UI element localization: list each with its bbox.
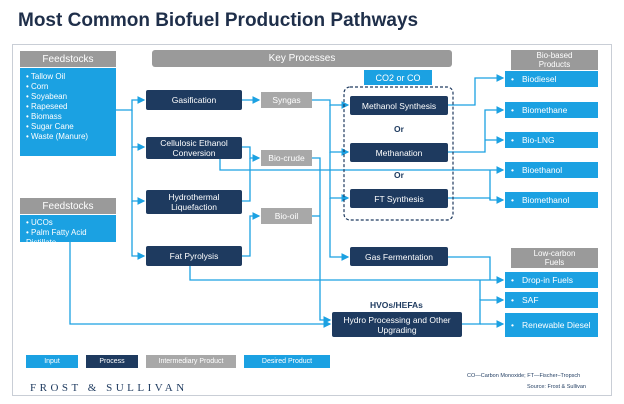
list-item: Biomass [26,112,110,122]
biocrude-intermediate: Bio-crude [261,150,312,166]
methanation-process: Methanation [350,143,448,162]
biooil-intermediate: Bio-oil [261,208,312,224]
list-item: Soyabean [26,92,110,102]
feedstocks-header-2: Feedstocks [20,198,116,214]
list-item: Sugar Cane [26,122,110,132]
legend-intermediary-product: Intermediary Product [146,355,236,368]
cellulosic-ethanol-process: Cellulosic Ethanol Conversion [146,137,242,159]
legend-desired-product: Desired Product [244,355,330,368]
footnote: CO—Carbon Monoxide; FT—Fischer–Tropsch [467,373,581,379]
fat-pyrolysis-process: Fat Pyrolysis [146,246,242,266]
fuel-renewable-diesel: Renewable Diesel [505,313,598,337]
methanol-synthesis-process: Methanol Synthesis [350,96,448,115]
hvos-hefas-label: HVOs/HEFAs [370,300,423,310]
co2-or-co-label: CO2 or CO [364,70,432,85]
or-label: Or [394,124,404,134]
legend-process: Process [86,355,138,368]
list-item: UCOs [26,218,110,228]
source-note: Source: Frost & Sullivan [527,384,586,390]
key-processes-header: Key Processes [152,50,452,67]
gasification-process: Gasification [146,90,242,110]
list-item: Palm Fatty Acid Distillate [26,228,110,248]
product-biodiesel: Biodiesel [505,71,598,87]
list-item: Corn [26,82,110,92]
diagram-frame [12,44,612,396]
product-biomethanol: Biomethanol [505,192,598,208]
product-bio-lng: Bio-LNG [505,132,598,148]
product-biomethane: Biomethane [505,102,598,118]
fuel-saf: SAF [505,292,598,308]
hydro-processing-process: Hydro Processing and Other Upgrading [332,312,462,337]
fuel-drop-in: Drop-in Fuels [505,272,598,288]
low-carbon-fuels-header: Low-carbon Fuels [511,248,598,268]
list-item: Rapeseed [26,102,110,112]
list-item: Tallow Oil [26,72,110,82]
gas-fermentation-process: Gas Fermentation [350,247,448,266]
hydrothermal-process: Hydrothermal Liquefaction [146,190,242,214]
feedstocks-list-2: UCOs Palm Fatty Acid Distillate [20,215,116,247]
frost-sullivan-logo: FROST & SULLIVAN [30,382,188,394]
page-title: Most Common Biofuel Production Pathways [18,10,419,31]
list-item: Waste (Manure) [26,132,110,142]
syngas-intermediate: Syngas [261,92,312,108]
feedstocks-list-1: Tallow Oil Corn Soyabean Rapeseed Biomas… [20,68,116,156]
legend-input: Input [26,355,78,368]
product-bioethanol: Bioethanol [505,162,598,178]
ft-synthesis-process: FT Synthesis [350,189,448,208]
or-label: Or [394,170,404,180]
bio-based-products-header: Bio-based Products [511,50,598,70]
feedstocks-header-1: Feedstocks [20,51,116,67]
